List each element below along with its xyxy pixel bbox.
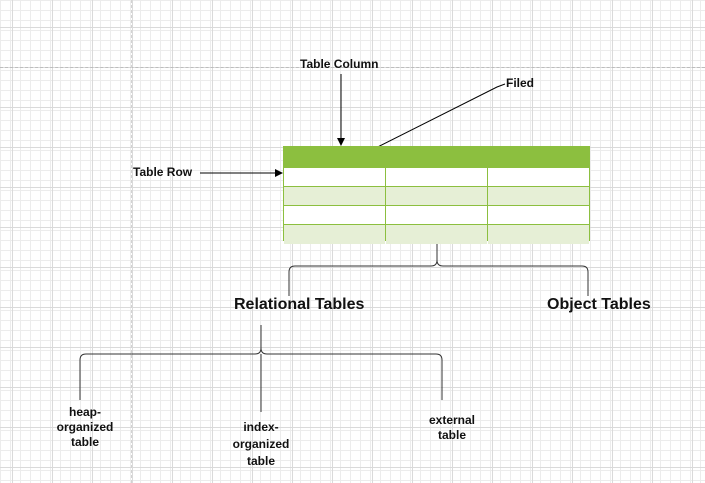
filed-label: Filed <box>506 76 535 90</box>
table-header-cell <box>284 147 385 167</box>
heap-line-2: organized <box>56 420 114 434</box>
table-illustration <box>283 146 590 244</box>
index-line-2: organized <box>232 437 290 451</box>
table-cell <box>284 225 385 244</box>
heap-line-3: table <box>70 435 100 449</box>
table-cell <box>386 225 487 244</box>
heap-line-1: heap- <box>68 405 102 419</box>
table-header-cell <box>386 147 487 167</box>
table-cell <box>488 187 589 205</box>
table-cell <box>386 206 487 224</box>
table-cell <box>284 168 385 186</box>
external-line-2: table <box>437 428 466 442</box>
bottom-brace <box>79 325 443 412</box>
index-line-1: index- <box>243 420 279 434</box>
table-cell <box>386 168 487 186</box>
table-column-label: Table Column <box>300 57 379 71</box>
external-table-label: external table <box>429 413 475 443</box>
table-row-label: Table Row <box>133 165 193 179</box>
object-tables-label: Object Tables <box>547 296 651 313</box>
table-cell <box>488 225 589 244</box>
table-cell <box>284 206 385 224</box>
external-line-1: external <box>428 413 476 427</box>
table-cell <box>284 187 385 205</box>
page-boundary-vertical <box>131 0 132 483</box>
table-cell <box>386 187 487 205</box>
relational-tables-label: Relational Tables <box>234 296 365 313</box>
table-cell <box>488 168 589 186</box>
heap-organized-table-label: heap- organized table <box>57 405 114 450</box>
page-boundary-horizontal <box>0 67 705 68</box>
table-cell <box>488 206 589 224</box>
index-organized-table-label: index- organized table <box>233 419 290 470</box>
table-header-cell <box>488 147 589 167</box>
index-line-3: table <box>246 454 276 468</box>
top-brace <box>288 241 589 296</box>
